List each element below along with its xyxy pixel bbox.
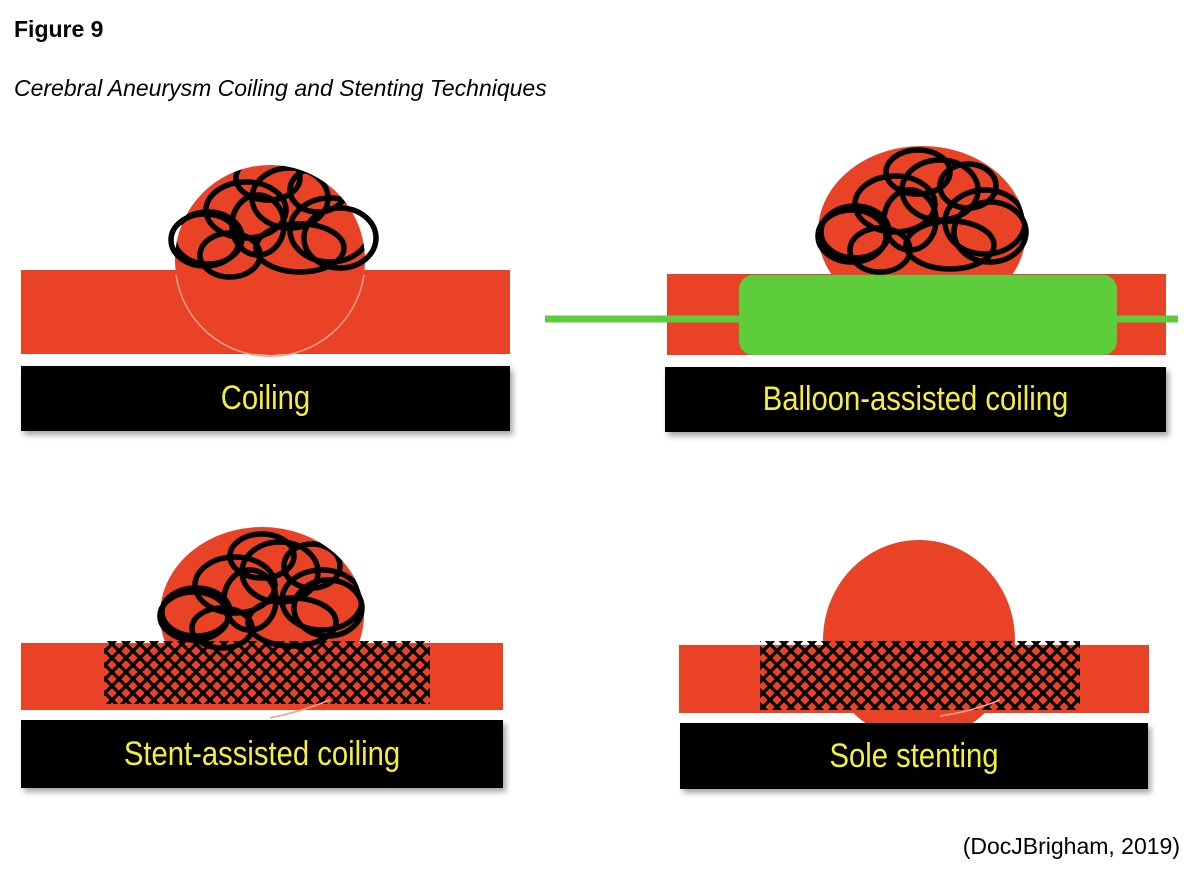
label-sole-stenting: Sole stenting [713, 723, 1115, 789]
label-balloon-assisted-coiling: Balloon-assisted coiling [700, 367, 1131, 432]
label-stent-assisted-coiling: Stent-assisted coiling [55, 720, 470, 788]
stent-mesh [760, 641, 1080, 710]
label-coiling: Coiling [55, 366, 476, 431]
credit-text: (DocJBrigham, 2019) [963, 833, 1180, 860]
balloon [739, 275, 1117, 355]
stent-mesh [104, 641, 430, 704]
